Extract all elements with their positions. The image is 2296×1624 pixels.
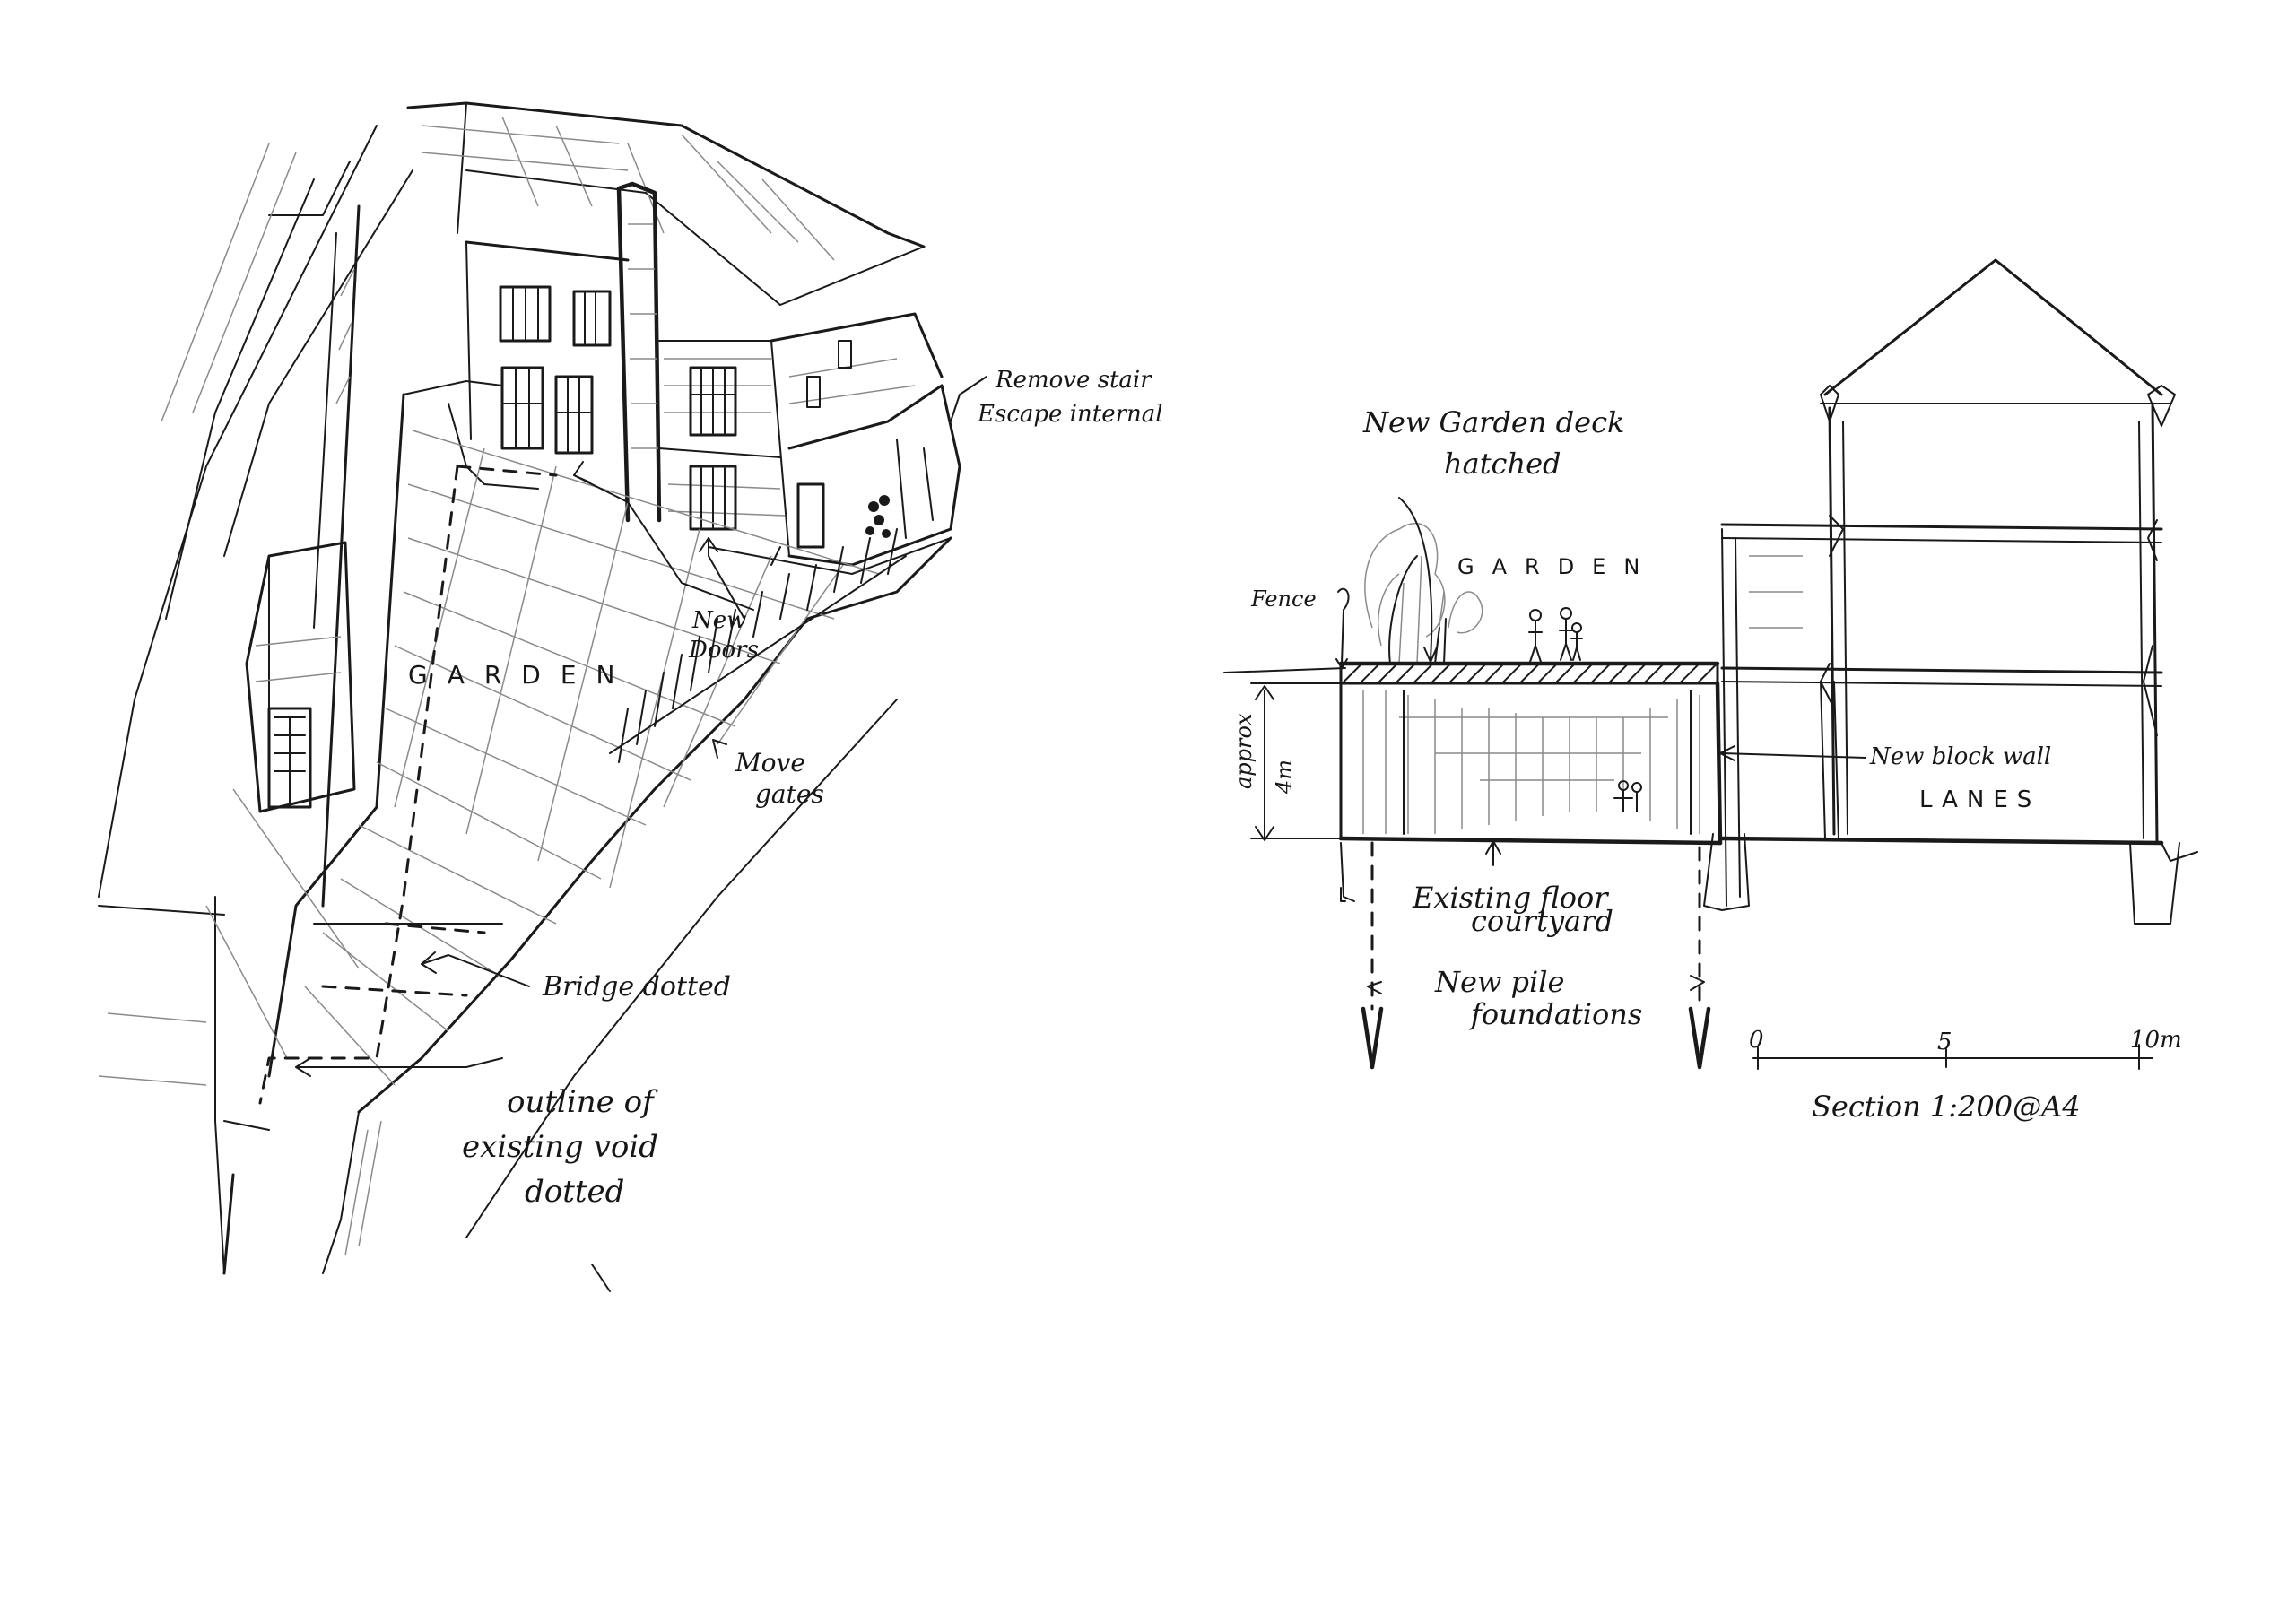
label-existing-floor-2: courtyard bbox=[1471, 904, 1613, 938]
label-outline-void-3: dotted bbox=[525, 1174, 624, 1210]
people-figures bbox=[1528, 607, 1583, 663]
wall-arrow bbox=[1719, 745, 1866, 761]
garden-vegetation bbox=[1364, 523, 1483, 664]
label-new-garden-deck-2: hatched bbox=[1444, 447, 1561, 481]
scale-tick-5: 5 bbox=[1937, 1029, 1952, 1055]
scale-tick-10m: 10m bbox=[2130, 1027, 2182, 1054]
garden-plane bbox=[205, 393, 952, 1292]
label-new-pile-1: New pile bbox=[1434, 965, 1564, 999]
garden-deck-slab bbox=[1339, 662, 1719, 685]
label-outline-void-1: outline of bbox=[507, 1084, 658, 1120]
fence-marker bbox=[1335, 587, 1350, 669]
label-new-block-wall: New block wall bbox=[1869, 743, 2051, 770]
label-new-pile-2: foundations bbox=[1469, 997, 1642, 1031]
label-garden: GARDEN bbox=[408, 660, 635, 690]
label-bridge-dotted: Bridge dotted bbox=[542, 971, 731, 1003]
existing-building-section bbox=[1703, 258, 2198, 925]
street-context-lines bbox=[98, 125, 413, 1275]
label-fence: Fence bbox=[1250, 586, 1317, 612]
pile-foundations bbox=[1340, 841, 1711, 1070]
label-move-gates-2: gates bbox=[755, 779, 824, 809]
floor-arrow bbox=[1485, 840, 1501, 866]
scale-tick-0: 0 bbox=[1749, 1027, 1764, 1054]
perspective-sketch: Remove stair Escape internal New Doors G… bbox=[98, 101, 1163, 1292]
label-move-gates-1: Move bbox=[735, 748, 805, 777]
label-section-garden: GARDEN bbox=[1457, 554, 1657, 579]
scale-bar bbox=[1752, 1044, 2153, 1070]
label-approx: approx bbox=[1231, 713, 1257, 789]
label-remove-stair-1: Remove stair bbox=[995, 367, 1152, 394]
height-dimension bbox=[1250, 682, 1342, 841]
label-outline-void-2: existing void bbox=[462, 1129, 658, 1165]
section-sketch: 0 5 10m New Garden deck hatched GARDEN F… bbox=[1223, 258, 2198, 1124]
existing-void-outline bbox=[258, 465, 558, 1105]
courtyard-void bbox=[1338, 681, 1723, 846]
label-lanes: LANES bbox=[1919, 786, 2040, 813]
lane-building bbox=[245, 541, 356, 813]
label-new-doors-2: Doors bbox=[688, 637, 759, 664]
deck-arrow bbox=[1398, 497, 1438, 663]
section-caption: Section 1:200@A4 bbox=[1812, 1090, 2081, 1124]
label-existing-floor-1: Existing floor bbox=[1412, 881, 1609, 915]
annotation-arrows bbox=[295, 376, 987, 1077]
label-new-doors-1: New bbox=[691, 607, 746, 634]
label-new-garden-deck-1: New Garden deck bbox=[1362, 405, 1624, 439]
label-height-4m: 4m bbox=[1272, 760, 1297, 795]
ground-line bbox=[1223, 667, 1346, 673]
label-remove-stair-2: Escape internal bbox=[977, 401, 1163, 428]
main-house bbox=[403, 101, 961, 575]
